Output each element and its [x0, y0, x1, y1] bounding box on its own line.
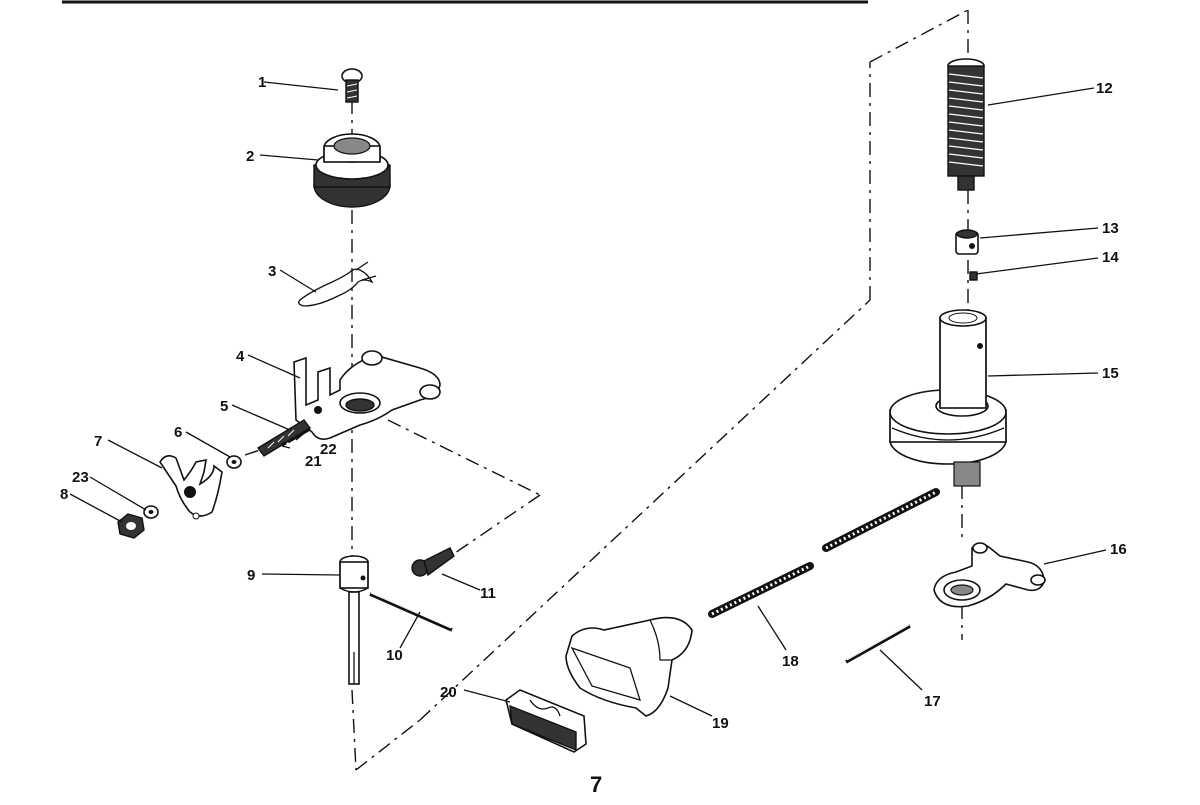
- part-1-screw: [341, 68, 363, 103]
- part-14-set-screw: [969, 271, 978, 281]
- callout-21: 21: [305, 453, 322, 470]
- callout-22: 22: [320, 441, 337, 458]
- part-8-nut: [117, 513, 145, 539]
- callout-11: 11: [480, 585, 496, 602]
- callout-15: 15: [1102, 365, 1119, 382]
- page-number: 7: [590, 772, 602, 797]
- callout-14: 14: [1102, 249, 1119, 266]
- callout-17: 17: [924, 693, 941, 710]
- part-10-pin-highlight: [370, 592, 452, 629]
- callout-12: 12: [1096, 80, 1113, 97]
- assembly-centerlines: [131, 9, 969, 771]
- callout-5: 5: [220, 398, 228, 415]
- callout-16: 16: [1110, 541, 1127, 558]
- part-19-handle: [565, 616, 693, 717]
- part-23-washer: [143, 505, 159, 519]
- callout-18: 18: [782, 653, 799, 670]
- part-5-stud: [256, 419, 312, 457]
- callout-23: 23: [72, 469, 89, 486]
- callout-3: 3: [268, 263, 276, 280]
- part-3-spring-clip: [298, 261, 377, 307]
- part-17-pin: [845, 624, 911, 664]
- callout-10: 10: [386, 647, 403, 664]
- callout-19: 19: [712, 715, 729, 732]
- callout-4: 4: [236, 348, 245, 365]
- callout-8: 8: [60, 486, 68, 503]
- part-20-insert: [505, 689, 587, 753]
- part-9-shaft: [339, 555, 369, 685]
- callout-1: 1: [258, 74, 266, 91]
- part-10-pin: [369, 592, 453, 632]
- part-4-bracket: [293, 350, 441, 440]
- leader-lines: [69, 81, 1107, 717]
- part-12-spring: [947, 58, 985, 191]
- part-7-plate: [159, 454, 223, 520]
- part-15-pulley: [889, 309, 1007, 487]
- part-6-washer: [226, 455, 242, 469]
- callout-13: 13: [1102, 220, 1119, 237]
- part-11-screw: [411, 547, 455, 577]
- callout-6: 6: [174, 424, 182, 441]
- callout-2: 2: [246, 148, 254, 165]
- part-13-coupling: [955, 229, 979, 255]
- part-16-bracket: [933, 542, 1046, 608]
- callout-labels: 1 2 3 4 5 6 7 8 23 21 22 9 10 11 12 13 1…: [60, 74, 1127, 732]
- part-17-pin-highlight: [846, 624, 910, 661]
- callout-7: 7: [94, 433, 102, 450]
- callout-20: 20: [440, 684, 457, 701]
- part-18-cord: [708, 488, 940, 618]
- callout-9: 9: [247, 567, 255, 584]
- part-2-gear: [313, 133, 391, 208]
